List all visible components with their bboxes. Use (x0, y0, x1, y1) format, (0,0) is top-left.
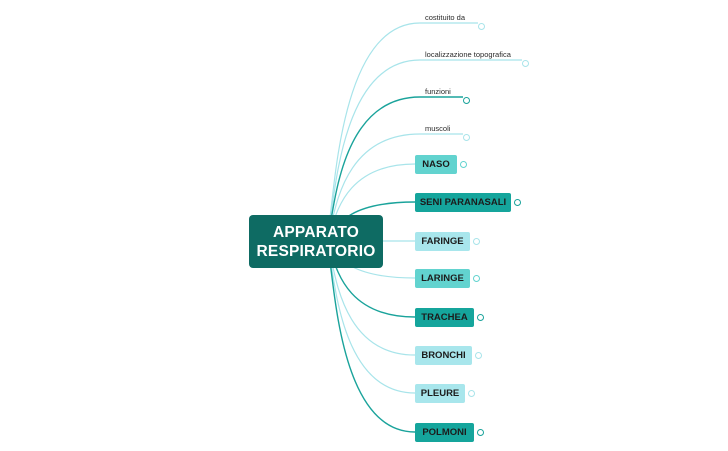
expand-badge-icon[interactable] (473, 238, 480, 245)
branch-funzioni[interactable]: funzioni (425, 87, 451, 96)
node-pleure[interactable]: PLEURE (415, 384, 465, 403)
node-laringe[interactable]: LARINGE (415, 269, 470, 288)
branch-costituito-da[interactable]: costituito da (425, 13, 466, 22)
expand-badge-icon[interactable] (463, 134, 470, 141)
expand-badge-icon[interactable] (477, 429, 484, 436)
branch-connector (324, 240, 416, 433)
expand-badge-icon[interactable] (522, 60, 529, 67)
expand-badge-icon[interactable] (475, 352, 482, 359)
expand-badge-icon[interactable] (468, 390, 475, 397)
node-naso[interactable]: NASO (415, 155, 457, 174)
branch-localizzazione-topografica[interactable]: localizzazione topografica (425, 50, 511, 59)
branch-muscoli[interactable]: muscoli (425, 124, 451, 133)
expand-badge-icon[interactable] (514, 199, 521, 206)
node-faringe[interactable]: FARINGE (415, 232, 470, 251)
root-title-line-1: APPARATO (273, 223, 359, 241)
expand-badge-icon[interactable] (460, 161, 467, 168)
node-polmoni[interactable]: POLMONI (415, 423, 474, 442)
node-seni-paranasali[interactable]: SENI PARANASALI (415, 193, 511, 212)
root-title-line-2: RESPIRATORIO (256, 242, 376, 260)
expand-badge-icon[interactable] (463, 97, 470, 104)
expand-badge-icon[interactable] (477, 314, 484, 321)
node-bronchi[interactable]: BRONCHI (415, 346, 472, 365)
expand-badge-icon[interactable] (478, 23, 485, 30)
node-trachea[interactable]: TRACHEA (415, 308, 474, 327)
root-node[interactable]: APPARATO RESPIRATORIO (249, 215, 383, 268)
expand-badge-icon[interactable] (473, 275, 480, 282)
